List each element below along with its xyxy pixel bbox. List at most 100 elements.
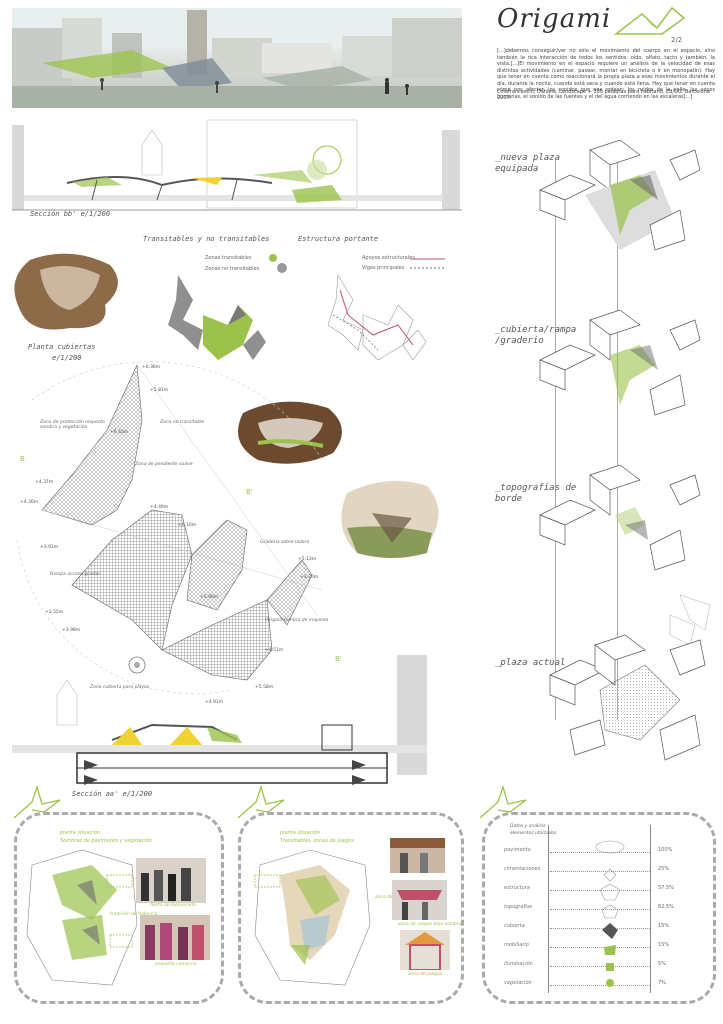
- legend-vigas: Vigas principales: [362, 265, 405, 271]
- panel3-header: Datos y análisis: [510, 824, 546, 829]
- plan-annotation: +3.91m: [40, 545, 59, 550]
- section-bb-label: Sección bb' e/1/200: [30, 210, 111, 218]
- table-row: iluminación 5%: [500, 956, 700, 975]
- row-percent: 7%: [658, 980, 666, 986]
- panel-situacion-1: [14, 812, 224, 1004]
- zone-label: Zona cubierta para playas: [90, 685, 150, 690]
- panel1-subtitle: Sombras de pavimento y vegetación: [60, 838, 152, 844]
- table-row: cimentaciones 25%: [500, 861, 700, 880]
- panel-elementos: [482, 812, 716, 1004]
- stage-label-4: _plaza actual: [495, 658, 566, 668]
- plan-scale: e/1/200: [52, 354, 82, 362]
- row-percent: 15%: [658, 942, 670, 948]
- table-row: pavimento 100%: [500, 842, 700, 861]
- row-percent: 100%: [658, 847, 673, 853]
- section-marker-b: B: [20, 455, 25, 463]
- row-name: cimentaciones: [504, 866, 541, 872]
- plan-annotation: +4.51m: [265, 648, 284, 653]
- structure-legend-lines: [410, 258, 445, 269]
- section-marker-b-prime: B': [246, 488, 253, 496]
- table-row: mobiliario 15%: [500, 937, 700, 956]
- plan-annotation: +4.49m: [150, 505, 169, 510]
- zone-label: Pérgola sombra de mayores: [265, 618, 329, 623]
- plaza-photomontage: [12, 8, 462, 108]
- page-number: 2/2: [671, 36, 683, 44]
- row-name: topografías: [504, 904, 533, 910]
- legend-apoyos: Apoyos estructurales: [362, 255, 415, 261]
- transitables-title: Transitables y no transitables: [143, 235, 270, 243]
- row-name: estructura: [504, 885, 530, 891]
- transitables-diagram: [168, 275, 266, 360]
- panel1-site-plan: [26, 849, 138, 986]
- panel2-caption4: zona de juegos: [408, 972, 443, 977]
- row-percent: 15%: [658, 923, 670, 929]
- row-name: pavimento: [504, 847, 531, 853]
- plan-annotation: +5.81m: [150, 388, 169, 393]
- panel3-axis-line: [650, 825, 652, 993]
- row-percent: 62.5%: [658, 904, 674, 910]
- panel2-subtitle: Transitables, zonas de juegos: [280, 838, 354, 844]
- panel3-axis-line: [548, 825, 550, 993]
- panel2-site-plan: [254, 849, 371, 986]
- zone-label: Zona de pendiente suave: [135, 462, 193, 467]
- origami-logo-icon: [613, 6, 686, 35]
- panel2-title: planta situación: [280, 830, 320, 836]
- photomontage-drawing: [12, 8, 462, 108]
- photo-blob-2: [238, 401, 342, 464]
- plan-annotation: +4.30m: [20, 500, 39, 505]
- legend-no-transitable: Zonas no transitables: [205, 266, 260, 272]
- axon-guide-line-right: [617, 160, 619, 720]
- axon-stage-2: [539, 310, 701, 416]
- row-name: iluminación: [504, 961, 533, 967]
- roof-plan-drawing: [16, 361, 323, 695]
- axon-stage-3: [539, 465, 701, 571]
- legend-swatches: [269, 254, 287, 273]
- plan-annotation: +4.91m: [205, 700, 224, 705]
- structure-diagram: [327, 274, 427, 361]
- panel1-caption2: tradición de Valencia: [110, 912, 158, 917]
- panel-situacion-2: [238, 812, 464, 1004]
- plan-annotation: +5.90m: [200, 595, 219, 600]
- zone-label: Zona no transitable: [160, 420, 205, 425]
- plan-annotation: +3.98m: [62, 628, 81, 633]
- axon-stage-4: [549, 594, 711, 761]
- plan-annotation: +5.13m: [298, 557, 317, 562]
- section-marker-b-prime-2: B': [335, 655, 342, 663]
- axon-guide-line-left: [555, 160, 557, 720]
- row-percent: 57.5%: [658, 885, 674, 891]
- row-name: cubierta: [504, 923, 525, 929]
- plan-annotation: +5.58m: [255, 685, 274, 690]
- zone-label: Zona de protección respecto sombra y veg…: [40, 420, 105, 430]
- page-title: Origami: [497, 4, 612, 34]
- photo-tradicion: [140, 915, 210, 960]
- legend-transitable: Zonas transitables: [205, 255, 252, 261]
- zone-label: Rampa acceso gradas: [50, 572, 100, 577]
- quote-credit: Colafranceschi, Daniela. Landscape + 100…: [497, 89, 710, 101]
- zone-label: Gradería sobre ladera: [260, 540, 310, 545]
- axon-stage-1: [539, 140, 701, 251]
- plan-title: Planta cubiertas: [28, 343, 96, 351]
- panel2-caption3: zona de juegos bajo sombra: [398, 922, 462, 927]
- photo-pergola: [390, 838, 445, 873]
- panel1-caption1: fiesta de bienvenida: [150, 903, 196, 908]
- plan-annotation: +6.36m: [142, 365, 161, 370]
- plan-annotation: +4.37m: [35, 480, 54, 485]
- panel1-title: planta situación: [60, 830, 100, 836]
- plan-annotation: +3.55m: [45, 610, 64, 615]
- row-percent: 5%: [658, 961, 666, 967]
- table-row: vegetación 7%: [500, 975, 700, 994]
- section-aa-drawing: [12, 655, 427, 785]
- plan-annotation: +6.43m: [110, 430, 129, 435]
- photo-blob-3: [341, 480, 439, 558]
- row-name: vegetación: [504, 980, 532, 986]
- row-percent: 25%: [658, 866, 670, 872]
- plan-annotation: +6.16m: [178, 523, 197, 528]
- table-row: cubierta 15%: [500, 918, 700, 937]
- section-bb-drawing: [12, 119, 462, 211]
- photo-juegos-1: [392, 880, 447, 920]
- element-thumbnails: [595, 840, 625, 987]
- stage-label-2: _cubierta/rampa/graderío: [495, 325, 577, 346]
- photo-juegos-2: [400, 930, 450, 970]
